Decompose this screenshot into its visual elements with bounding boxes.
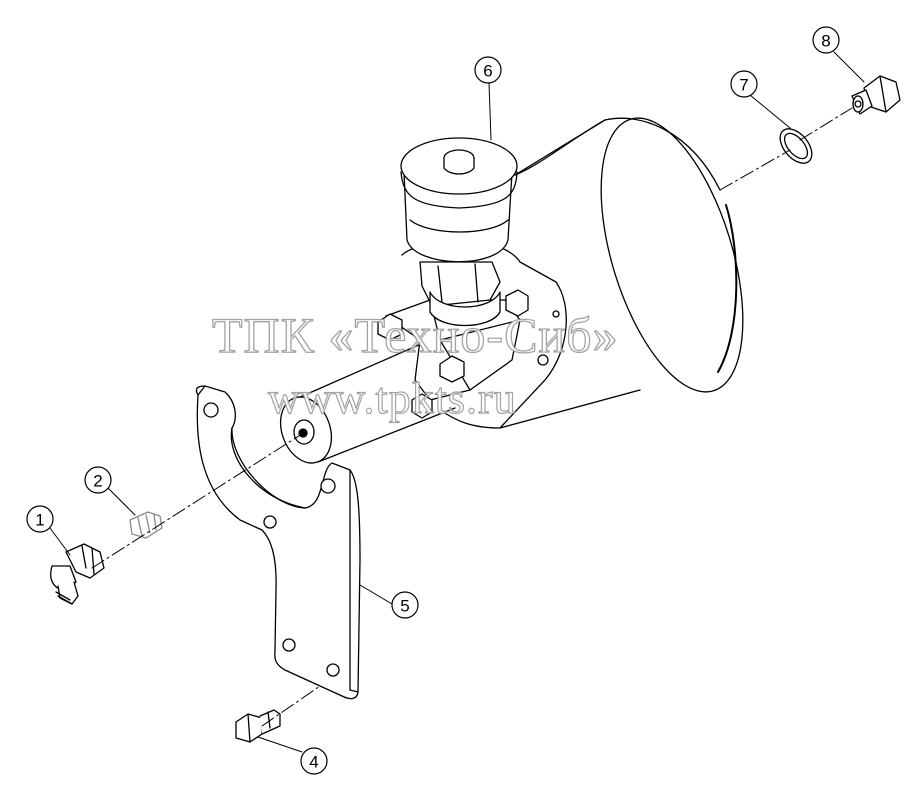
svg-text:8: 8 — [821, 32, 830, 51]
piston-body — [279, 339, 456, 464]
leader-lines — [49, 51, 865, 753]
callout-6: 6 — [474, 56, 502, 84]
svg-text:2: 2 — [93, 472, 102, 491]
svg-text:4: 4 — [309, 753, 318, 772]
callout-4: 4 — [300, 747, 328, 775]
clamp-block — [377, 289, 529, 419]
svg-text:1: 1 — [35, 511, 44, 530]
callout-1: 1 — [26, 505, 54, 533]
reservoir-cup — [400, 137, 518, 263]
mounting-bracket — [195, 385, 361, 700]
watermark-company: ТПК «Техно-Сиб» — [212, 307, 619, 363]
callout-5: 5 — [391, 591, 419, 619]
elbow-fitting — [50, 543, 105, 605]
reservoir-hex-nut — [419, 261, 501, 327]
svg-text:5: 5 — [400, 597, 409, 616]
watermark-url: www.tpkts.ru — [268, 374, 517, 423]
callout-7: 7 — [730, 70, 758, 98]
svg-text:6: 6 — [483, 62, 492, 81]
cylinder-housing — [499, 117, 744, 429]
callout-8: 8 — [812, 26, 840, 54]
bolt — [235, 709, 281, 743]
callout-2: 2 — [84, 466, 112, 494]
watermark: ТПК «Техно-Сиб» www.tpkts.ru — [211, 306, 619, 423]
svg-text:7: 7 — [739, 76, 748, 95]
adapter-nipple — [129, 511, 163, 539]
sealing-washer — [779, 128, 813, 164]
centerlines — [91, 107, 853, 727]
union-fitting — [851, 75, 901, 115]
